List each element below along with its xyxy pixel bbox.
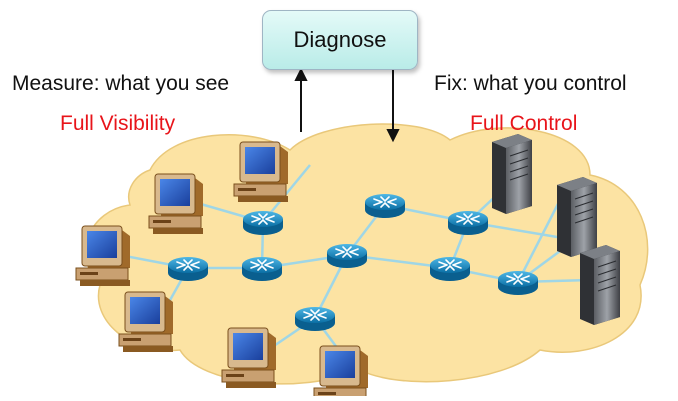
desktop-computer-icon (221, 327, 277, 389)
router-icon (241, 256, 283, 282)
router-icon (497, 270, 539, 296)
router-icon (326, 243, 368, 269)
desktop-computer-icon (75, 225, 131, 287)
desktop-computer-icon (233, 141, 289, 203)
router-icon (167, 256, 209, 282)
server-tower-icon (491, 133, 533, 215)
router-icon (447, 210, 489, 236)
fix-label: Fix: what you control (434, 72, 627, 95)
server-tower-icon (579, 244, 621, 326)
diagnose-label: Diagnose (293, 27, 387, 52)
server-tower-icon (556, 176, 598, 258)
router-icon (364, 193, 406, 219)
diagnose-box: Diagnose (262, 10, 418, 70)
desktop-computer-icon (313, 345, 369, 401)
control-label: Full Control (470, 112, 578, 135)
router-icon (242, 210, 284, 236)
router-icon (294, 306, 336, 332)
desktop-computer-icon (148, 173, 204, 235)
measure-label: Measure: what you see (12, 72, 230, 95)
desktop-computer-icon (118, 291, 174, 353)
router-icon (429, 256, 471, 282)
visibility-label: Full Visibility (60, 112, 176, 135)
